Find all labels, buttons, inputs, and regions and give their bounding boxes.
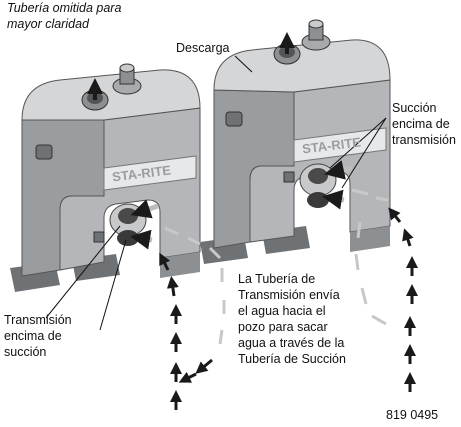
description-line-4: pozo para sacar xyxy=(238,320,328,334)
leader-lines xyxy=(45,55,387,331)
suction-flow-arrows xyxy=(159,207,418,410)
description-line-2: Transmisión envía xyxy=(238,288,340,302)
description-line-5: agua a través de la xyxy=(238,336,345,350)
note-omitted-piping-line2: mayor claridad xyxy=(7,17,89,31)
port-arrows-left xyxy=(130,199,159,250)
left-pump xyxy=(10,63,201,292)
label-drive-over-suction-3: succión xyxy=(4,345,47,359)
description-line-1: La Tubería de xyxy=(238,272,316,286)
label-drive-over-suction-2: encima de xyxy=(4,329,62,343)
label-suction-over-drive-3: transmisión xyxy=(392,133,456,147)
right-pump xyxy=(200,19,391,264)
label-drive-over-suction-1: Transmisión xyxy=(4,313,72,327)
drive-flow-arrows xyxy=(164,188,389,345)
part-number: 819 0495 xyxy=(386,408,439,422)
description-line-6: Tubería de Succión xyxy=(238,352,346,366)
label-suction-over-drive-1: Succión xyxy=(392,101,437,115)
label-suction-over-drive-2: encima de xyxy=(392,117,450,131)
description-line-3: el agua hacia el xyxy=(238,304,326,318)
label-discharge: Descarga xyxy=(176,41,230,55)
port-arrows-right xyxy=(322,160,353,210)
note-omitted-piping-line1: Tubería omitida para xyxy=(7,1,122,15)
